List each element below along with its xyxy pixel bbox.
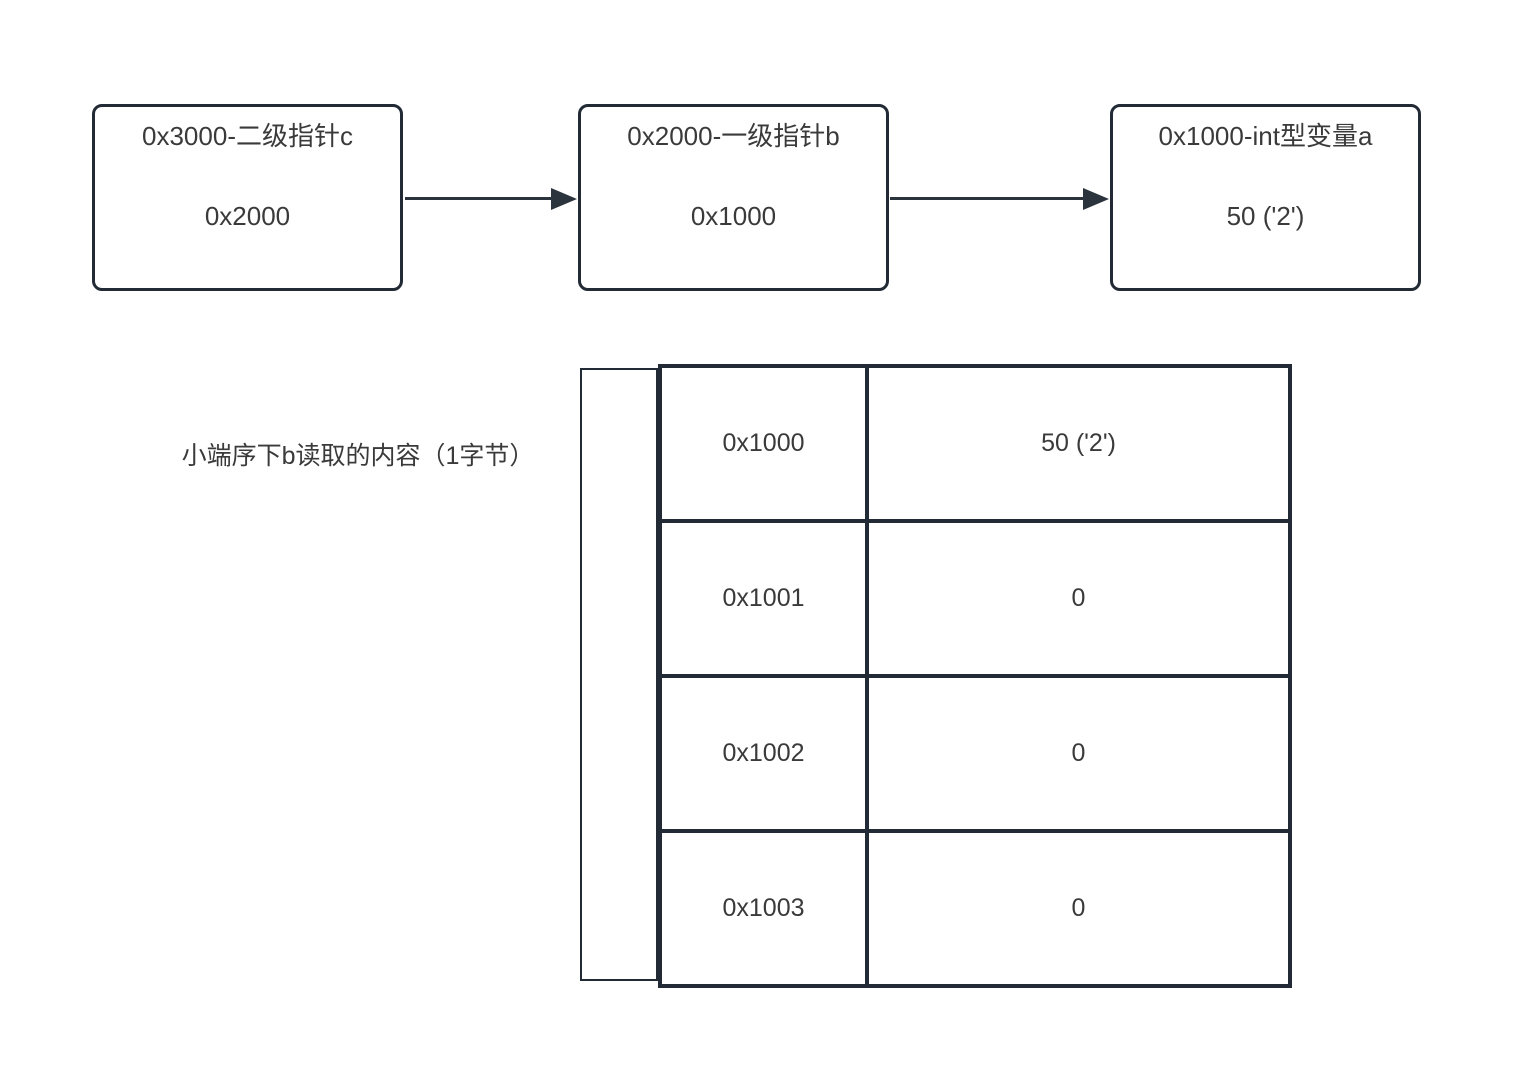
value-cell: 0 <box>1071 894 1086 922</box>
arrow-right-icon <box>1083 188 1109 210</box>
arrow-line <box>405 197 557 200</box>
node-value: 0x2000 <box>204 201 291 231</box>
table-row: 0x1003 0 <box>658 829 1292 988</box>
node-title: 0x1000-int型变量a <box>1158 121 1373 151</box>
node-double-pointer-c: 0x3000-二级指针c 0x2000 <box>92 104 403 291</box>
arrow-right-icon <box>551 188 577 210</box>
arrow-line <box>890 197 1089 200</box>
address-cell: 0x1002 <box>662 678 869 829</box>
value-cell: 0 <box>1071 739 1086 767</box>
node-pointer-b: 0x2000-一级指针b 0x1000 <box>578 104 889 291</box>
node-value: 0x1000 <box>690 201 777 231</box>
memory-table: 0x1000 50 ('2') 0x1001 0 0x1002 0 0x1003… <box>658 364 1292 988</box>
address-cell: 0x1000 <box>662 368 869 519</box>
table-row: 0x1001 0 <box>658 519 1292 678</box>
arrow-b-to-a <box>890 188 1109 210</box>
caption-little-endian: 小端序下b读取的内容（1字节） <box>181 442 535 470</box>
address-cell: 0x1003 <box>662 833 869 984</box>
table-row: 0x1000 50 ('2') <box>658 364 1292 523</box>
address-cell: 0x1001 <box>662 523 869 674</box>
value-cell: 50 ('2') <box>1041 429 1116 457</box>
value-cell: 0 <box>1071 584 1086 612</box>
node-value: 50 ('2') <box>1226 201 1305 231</box>
node-title: 0x2000-一级指针b <box>627 121 840 151</box>
node-int-variable-a: 0x1000-int型变量a 50 ('2') <box>1110 104 1421 291</box>
node-title: 0x3000-二级指针c <box>142 121 353 151</box>
table-row: 0x1002 0 <box>658 674 1292 833</box>
arrow-c-to-b <box>405 188 577 210</box>
memory-block-outline <box>580 368 658 981</box>
